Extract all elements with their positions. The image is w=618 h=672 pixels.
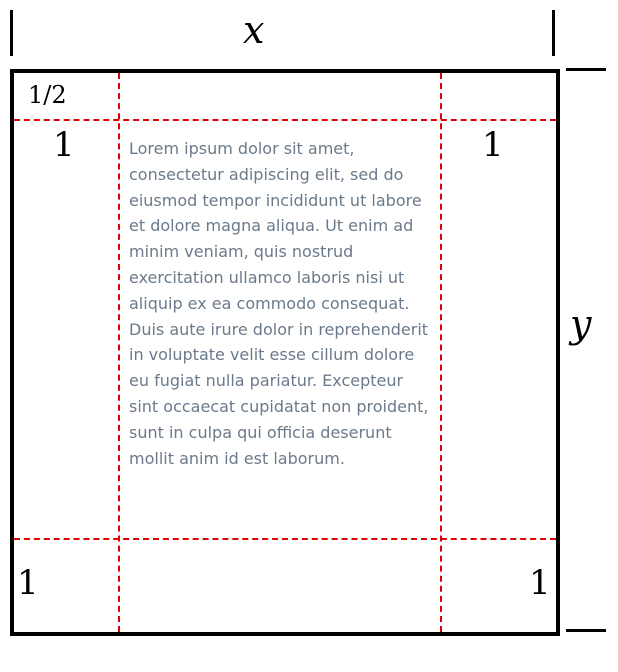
left-bottom-margin-label: 1	[17, 563, 39, 603]
y-dimension-label: y	[570, 302, 592, 346]
left-margin-guide	[118, 73, 120, 632]
right-margin-guide	[440, 73, 442, 632]
right-top-margin-label: 1	[482, 125, 504, 165]
y-dimension-top-tick	[566, 68, 606, 71]
header-margin-guide	[14, 119, 556, 121]
header-margin-label: 1/2	[28, 81, 67, 109]
x-dimension-label: x	[243, 8, 265, 52]
right-bottom-margin-label: 1	[529, 563, 551, 603]
footer-margin-guide	[14, 538, 556, 540]
y-dimension-bottom-tick	[566, 629, 606, 632]
body-text: Lorem ipsum dolor sit amet, consectetur …	[129, 139, 429, 468]
page-box	[10, 69, 560, 636]
left-top-margin-label: 1	[53, 125, 75, 165]
x-dimension-right-tick	[552, 10, 555, 56]
x-dimension-left-tick	[10, 10, 13, 56]
